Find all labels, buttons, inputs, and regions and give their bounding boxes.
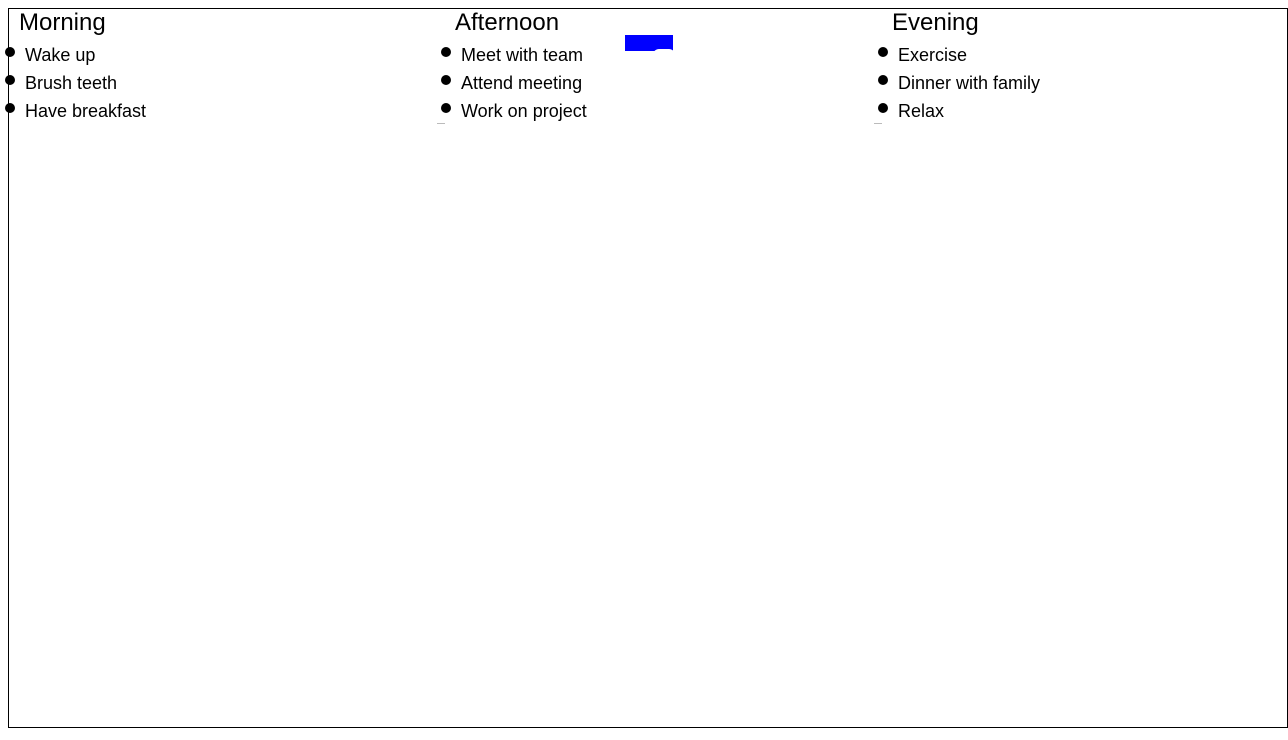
task-label: Attend meeting [461,73,583,93]
task-list-evening: Exercise Dinner with family Relax [874,41,1288,125]
bullet-dot-icon [441,75,451,85]
schedule-board: Morning Wake up Brush teeth Have breakfa… [5,8,1288,728]
list-item: Relax [874,97,1288,125]
column-title-afternoon: Afternoon [455,9,560,36]
bullet-dot-icon [441,103,451,113]
list-item: Meet with team [441,41,875,69]
list-item: Attend meeting [441,69,875,97]
task-label: Exercise [898,45,968,65]
list-item: Dinner with family [878,69,1288,97]
column-morning: Morning Wake up Brush teeth Have breakfa… [5,9,439,125]
task-label: Meet with team [461,45,584,65]
column-afternoon: Afternoon Meet with team Attend meeting … [437,9,875,125]
list-item: Have breakfast [5,97,439,125]
column-evening: Evening Exercise Dinner with family Rela… [874,9,1288,125]
task-list-morning: Wake up Brush teeth Have breakfast [5,41,439,125]
bullet-dot-icon [878,75,888,85]
task-label: Relax [898,101,945,121]
bullet-dot-icon [878,103,888,113]
blue-drag-widget[interactable] [625,35,675,55]
bullet-dot-icon [878,47,888,57]
bullet-dot-icon [5,75,15,85]
task-label: Dinner with family [898,73,1041,93]
list-item: Exercise [878,41,1288,69]
drag-handle-mark [874,123,882,124]
task-label: Work on project [461,101,587,121]
drag-handle-mark [437,123,445,124]
list-item: Work on project [437,97,875,125]
widget-notch [653,49,675,55]
bullet-dot-icon [441,47,451,57]
task-label: Wake up [25,45,96,65]
list-item: Brush teeth [5,69,439,97]
task-label: Have breakfast [25,101,147,121]
task-label: Brush teeth [25,73,118,93]
list-item: Wake up [5,41,439,69]
bullet-dot-icon [5,103,15,113]
column-title-morning: Morning [19,9,106,36]
task-list-afternoon: Meet with team Attend meeting Work on pr… [437,41,875,125]
bullet-dot-icon [5,47,15,57]
column-title-evening: Evening [892,9,979,36]
